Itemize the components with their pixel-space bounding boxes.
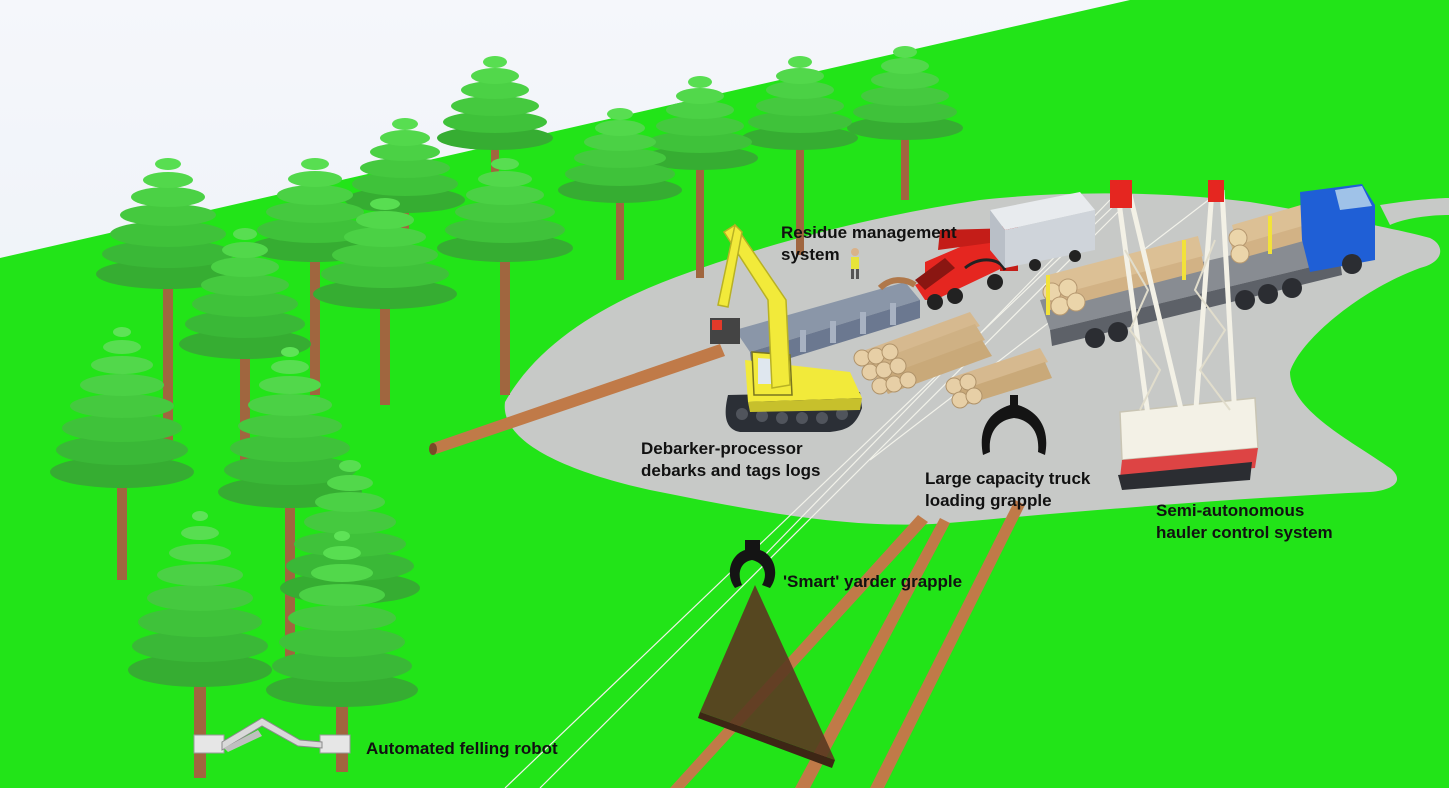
hauler-label-line-1: Semi-autonomous [1156,501,1305,520]
tree [558,108,682,280]
yarder-grapple-label-line-1: 'Smart' yarder grapple [783,572,963,591]
felling-robot [193,717,351,754]
log-truck [1040,184,1375,348]
tree [313,198,457,405]
debarker-processor-excavator [710,223,862,432]
loading-grapple-label: Large capacity truck loading grapple [925,468,1090,512]
residue-label-line-2: system [781,245,840,264]
tree [266,531,418,772]
foreground-trees [50,158,420,778]
hauler-control-label: Semi-autonomous hauler control system [1156,500,1333,544]
felled-log [429,344,725,455]
yarder-tower [1110,180,1259,490]
tree [96,158,240,460]
access-road [1380,198,1449,225]
hauler-label-line-2: hauler control system [1156,523,1333,542]
debarker-label-line-2: debarks and tags logs [641,461,821,480]
felling-robot-label-line-1: Automated felling robot [366,739,558,758]
smart-yarder-grapple [698,540,835,768]
residue-management-label: Residue management system [781,222,957,266]
loading-grapple-label-line-1: Large capacity truck [925,469,1091,488]
tree [50,327,194,580]
log-pile-small [945,348,1052,409]
skyline-cables [504,194,1216,788]
residue-label-line-1: Residue management [781,223,957,242]
tree [437,158,573,395]
tree [847,46,963,200]
debarker-label-line-1: Debarker-processor [641,439,803,458]
tree [218,347,362,670]
worker-figure [851,248,859,279]
loading-grapple [981,395,1047,455]
tree [642,76,758,278]
debarker-processor-label: Debarker-processor debarks and tags logs [641,438,821,482]
background-trees [249,46,963,405]
yarder-grapple-label: 'Smart' yarder grapple [783,571,962,593]
loading-grapple-label-line-2: loading grapple [925,491,1052,510]
residue-container [990,192,1095,271]
felling-robot-label: Automated felling robot [366,738,558,760]
tree [128,511,272,778]
tree [179,228,311,480]
log-pile-large [853,312,992,395]
tree [742,56,858,255]
